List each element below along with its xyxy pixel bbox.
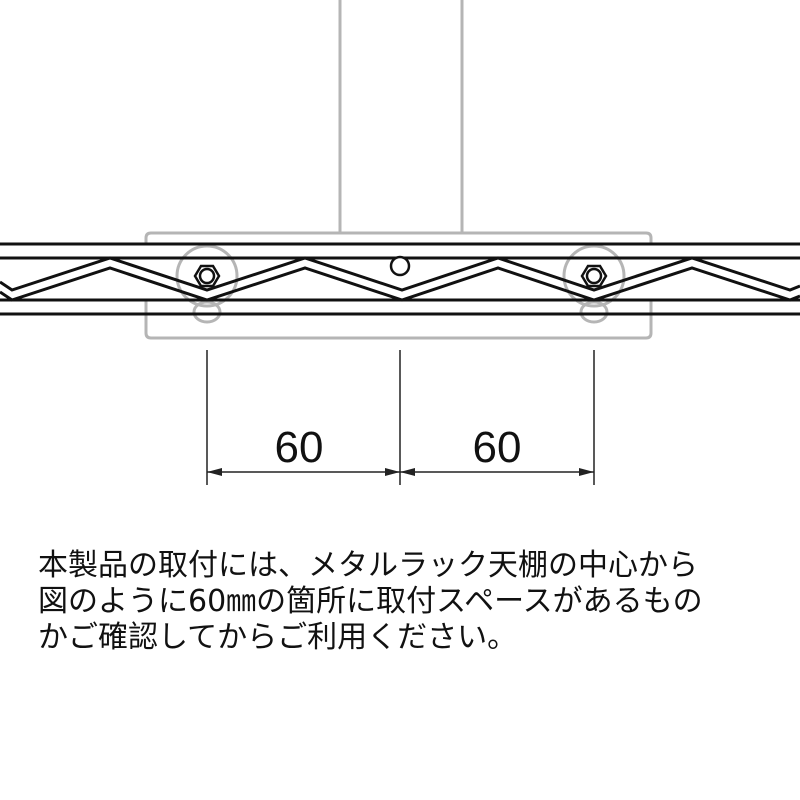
hex-nut-icon (580, 264, 608, 288)
hex-nut-icon (193, 264, 221, 288)
note-line-2: 図のように60㎜の箇所に取付スペースがあるもの (38, 584, 703, 619)
dimension-label-right: 60 (473, 423, 522, 472)
shelf-wire-rails (0, 242, 800, 316)
note-line-1: 本製品の取付には、メタルラック天棚の中心から (38, 548, 698, 583)
bracket-hole-right (562, 244, 626, 308)
dimension-label-left: 60 (275, 423, 324, 472)
shelf-zigzag-truss (0, 256, 800, 302)
installation-note: 本製品の取付には、メタルラック天棚の中心から 図のように60㎜の箇所に取付スペー… (38, 548, 778, 656)
dimension-lines (206, 350, 595, 485)
rack-pole (338, 0, 464, 233)
mounting-diagram: 60 60 (0, 0, 800, 485)
note-line-3: かご確認してからご利用ください。 (38, 620, 518, 655)
center-hole (389, 255, 411, 277)
bracket-hole-left (175, 244, 239, 308)
mounting-bracket (144, 231, 653, 340)
